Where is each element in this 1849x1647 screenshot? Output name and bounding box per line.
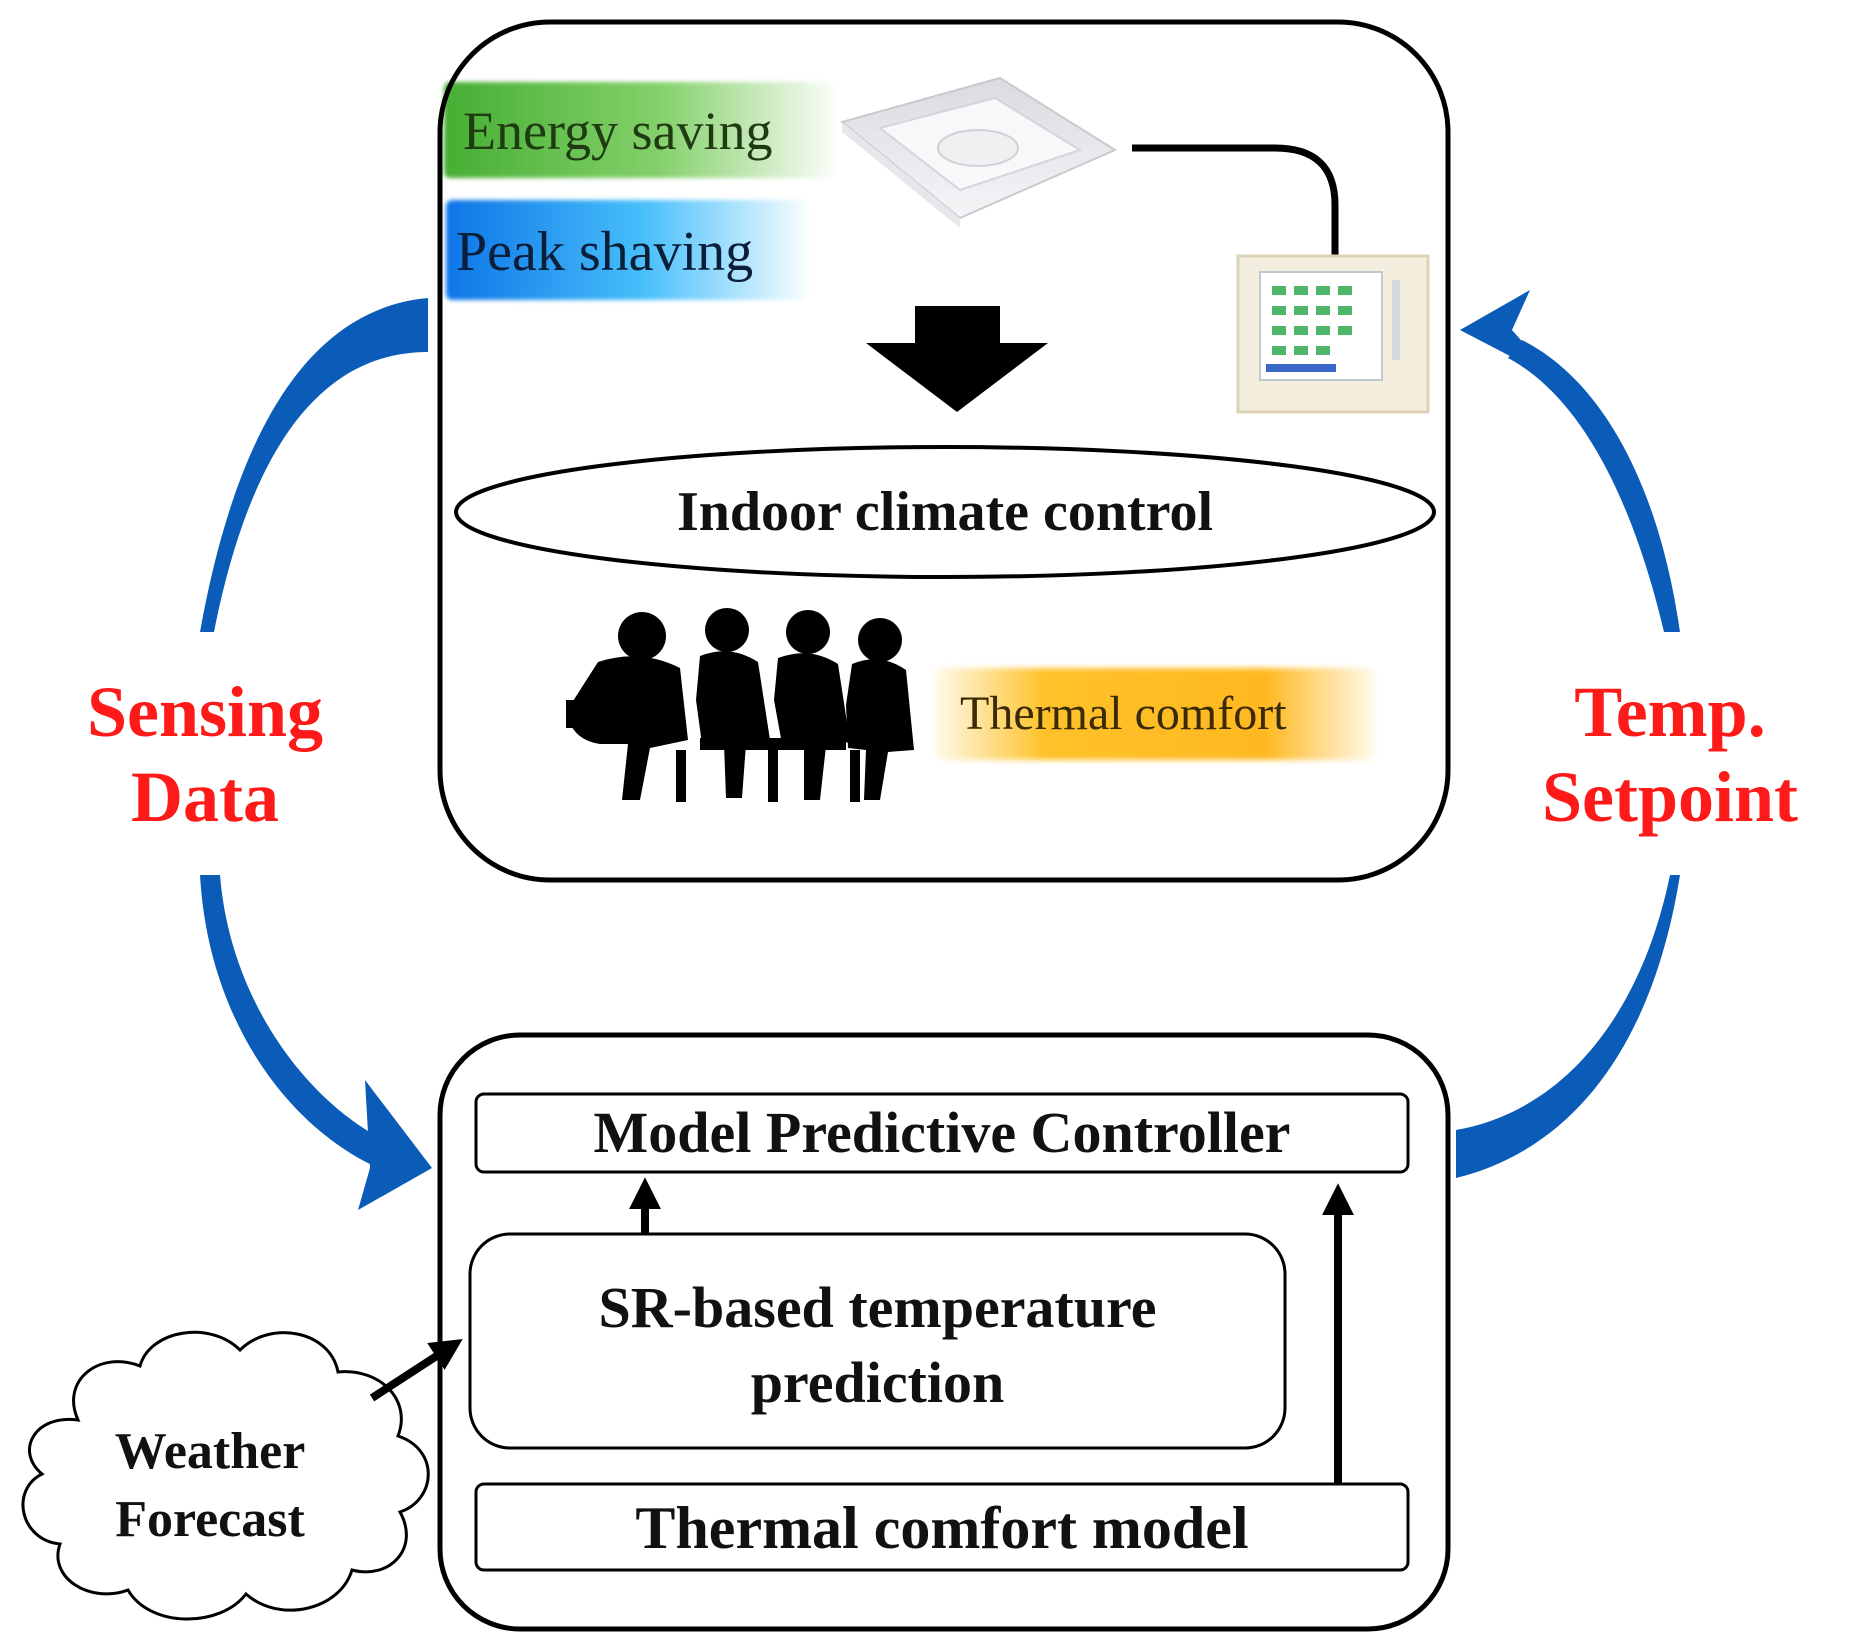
top-panel	[437, 19, 1451, 883]
bottom-panel	[437, 1032, 1451, 1632]
weather-forecast-label: Weather Forecast	[50, 1418, 370, 1553]
energy-saving-label: Energy saving	[463, 101, 773, 161]
sensing-data-flow-arrow	[200, 298, 432, 1210]
weather-label-line1: Weather	[114, 1423, 306, 1480]
energy-saving-highlight	[444, 82, 834, 178]
down-arrow-icon	[866, 306, 1048, 412]
sensing-data-label: Sensing Data	[30, 670, 380, 840]
sensing-label-line2: Data	[131, 756, 279, 837]
mpc-box	[474, 1092, 1410, 1174]
wall-controller-icon	[1236, 254, 1430, 414]
weather-to-sr-arrow	[369, 1339, 463, 1402]
sr-label-line2: prediction	[750, 1350, 1005, 1416]
thermal-comfort-label: Thermal comfort	[960, 687, 1287, 740]
sensing-label-line1: Sensing	[86, 672, 324, 752]
peak-shaving-label: Peak shaving	[456, 221, 754, 283]
thermal-comfort-model-box	[474, 1482, 1410, 1572]
sr-label-line1: SR-based temperature	[598, 1275, 1157, 1340]
cloud-icon	[21, 1330, 430, 1621]
ac-cable	[1132, 144, 1339, 258]
sr-prediction-label: SR-based temperature prediction	[470, 1270, 1285, 1421]
weather-label-line2: Forecast	[115, 1490, 305, 1548]
mpc-label: Model Predictive Controller	[593, 1100, 1291, 1165]
ceiling-ac-unit-icon	[839, 76, 1118, 228]
thermal-comfort-highlight	[935, 668, 1375, 760]
thermal-comfort-model-label: Thermal comfort model	[635, 1495, 1249, 1561]
indoor-climate-control-label: Indoor climate control	[676, 481, 1214, 543]
setpoint-label-line2: Setpoint	[1541, 756, 1799, 837]
indoor-climate-control-ellipse	[454, 445, 1436, 579]
people-meeting-silhouette-icon	[566, 608, 914, 802]
temp-setpoint-label: Temp. Setpoint	[1500, 670, 1840, 840]
sr-prediction-box	[468, 1232, 1287, 1450]
temp-setpoint-flow-arrow	[1456, 290, 1680, 1178]
peak-shaving-highlight	[446, 200, 806, 300]
setpoint-label-line1: Temp.	[1574, 672, 1766, 752]
